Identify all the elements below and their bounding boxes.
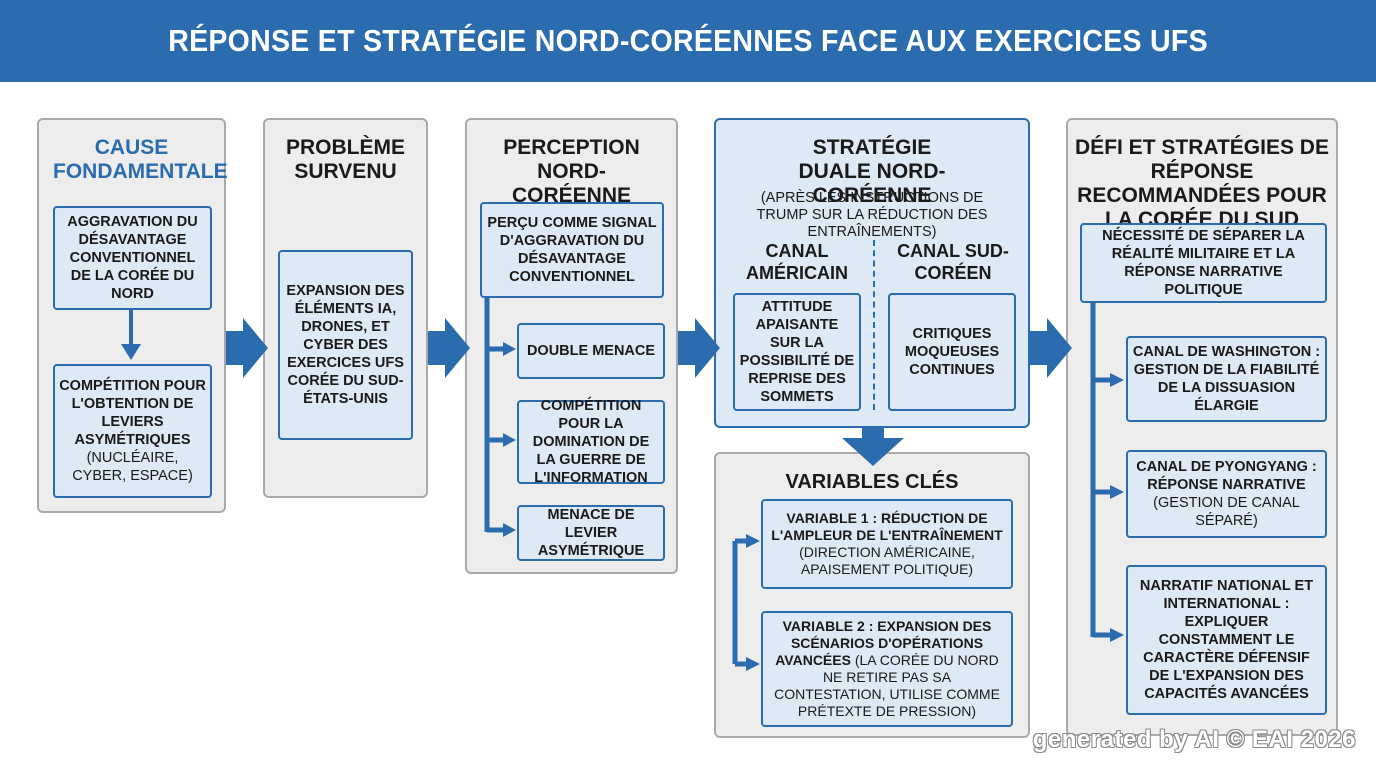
recommendation-pyongyang-text: CANAL DE PYONGYANG : RÉPONSE NARRATIVE bbox=[1136, 459, 1317, 493]
variable-2-note: (LA CORÉE DU NORD NE RETIRE PAS SA CONTE… bbox=[774, 652, 1000, 719]
variables-bracket bbox=[732, 538, 748, 667]
perception-bracket-heads bbox=[503, 342, 516, 537]
canal-sud-coreen-box-text: CRITIQUES MOQUEUSES CONTINUES bbox=[904, 326, 1000, 378]
variables-bracket-heads bbox=[746, 534, 760, 671]
perception-box-signal-text: PERÇU COMME SIGNAL D'AGGRAVATION DU DÉSA… bbox=[487, 215, 657, 285]
recommendation-narrative: NARRATIF NATIONAL ET INTERNATIONAL : EXP… bbox=[1126, 565, 1327, 715]
recommendation-pyongyang: CANAL DE PYONGYANG : RÉPONSE NARRATIVE (… bbox=[1126, 450, 1327, 538]
recommendation-top-box-text: NÉCESSITÉ DE SÉPARER LA RÉALITÉ MILITAIR… bbox=[1102, 228, 1305, 298]
header-banner: RÉPONSE ET STRATÉGIE NORD-CORÉENNES FACE… bbox=[0, 0, 1376, 82]
panel-variables: VARIABLES CLÉS VARIABLE 1 : RÉDUCTION DE… bbox=[714, 452, 1030, 738]
column-perception-title: PERCEPTION NORD-CORÉENNE bbox=[503, 136, 640, 207]
recommendation-washington-text: CANAL DE WASHINGTON : GESTION DE LA FIAB… bbox=[1132, 344, 1321, 414]
cause-box-aggravation-text: AGGRAVATION DU DÉSAVANTAGE CONVENTIONNEL… bbox=[67, 214, 198, 302]
recommendation-bracket bbox=[1090, 301, 1111, 638]
problem-box-expansion-text: EXPANSION DES ÉLÉMENTS IA, DRONES, ET CY… bbox=[286, 283, 405, 407]
perception-box-signal: PERÇU COMME SIGNAL D'AGGRAVATION DU DÉSA… bbox=[480, 202, 664, 298]
flow-arrow-2 bbox=[428, 318, 470, 378]
perception-item-double-menace-text: DOUBLE MENACE bbox=[526, 343, 656, 359]
perception-item-double-menace: DOUBLE MENACE bbox=[517, 323, 665, 379]
canal-sud-coreen-label: CANAL SUD-CORÉEN bbox=[897, 241, 1009, 283]
column-cause-title: CAUSE FONDAMENTALE bbox=[53, 136, 228, 183]
problem-box-expansion: EXPANSION DES ÉLÉMENTS IA, DRONES, ET CY… bbox=[278, 250, 413, 440]
perception-item-asymmetric-lever-text: MENACE DE LEVIER ASYMÉTRIQUE bbox=[537, 507, 645, 559]
column-dual-strategy: STRATÉGIE DUALE NORD-CORÉENNE (APRÈS LES… bbox=[714, 118, 1030, 428]
cause-box-competition: COMPÉTITION POUR L'OBTENTION DE LEVIERS … bbox=[53, 364, 212, 498]
variable-2-text: VARIABLE 2 : EXPANSION DES SCÉNARIOS D'O… bbox=[775, 618, 992, 668]
column-perception: PERCEPTION NORD-CORÉENNE PERÇU COMME SIG… bbox=[465, 118, 678, 574]
variable-1-box: VARIABLE 1 : RÉDUCTION DE L'AMPLEUR DE L… bbox=[761, 499, 1013, 589]
column-cause: CAUSE FONDAMENTALE AGGRAVATION DU DÉSAVA… bbox=[37, 118, 228, 513]
flow-arrow-4 bbox=[1030, 318, 1072, 378]
recommendation-bracket-heads bbox=[1110, 373, 1124, 642]
canal-americain-label: CANAL AMÉRICAIN bbox=[746, 241, 848, 283]
column-problem: PROBLÈME SURVENU EXPANSION DES ÉLÉMENTS … bbox=[263, 118, 428, 498]
canal-divider bbox=[873, 240, 875, 410]
watermark: generated by AI © EAI 2026 bbox=[1032, 726, 1356, 753]
recommendation-narrative-text: NARRATIF NATIONAL ET INTERNATIONAL : EXP… bbox=[1139, 578, 1314, 702]
perception-item-information-war: COMPÉTITION POUR LA DOMINATION DE LA GUE… bbox=[517, 398, 665, 486]
column-recommendations-title: DÉFI ET STRATÉGIES DE RÉPONSE RECOMMANDÉ… bbox=[1075, 136, 1329, 231]
flow-arrow-3 bbox=[678, 318, 720, 378]
perception-item-information-war-text: COMPÉTITION POUR LA DOMINATION DE LA GUE… bbox=[532, 398, 650, 486]
recommendation-washington: CANAL DE WASHINGTON : GESTION DE LA FIAB… bbox=[1126, 336, 1327, 422]
perception-item-asymmetric-lever: MENACE DE LEVIER ASYMÉTRIQUE bbox=[517, 505, 665, 561]
recommendation-top-box: NÉCESSITÉ DE SÉPARER LA RÉALITÉ MILITAIR… bbox=[1080, 223, 1327, 303]
perception-bracket bbox=[484, 296, 505, 533]
dual-strategy-subtitle: (APRÈS LES INSTRUCTIONS DE TRUMP SUR LA … bbox=[756, 190, 988, 240]
variable-1-note: (DIRECTION AMÉRICAINE, APAISEMENT POLITI… bbox=[799, 544, 975, 577]
canal-americain-box: ATTITUDE APAISANTE SUR LA POSSIBILITÉ DE… bbox=[733, 293, 861, 411]
canal-americain-box-text: ATTITUDE APAISANTE SUR LA POSSIBILITÉ DE… bbox=[739, 299, 855, 405]
column-dual-strategy-title: STRATÉGIE DUALE NORD-CORÉENNE bbox=[798, 136, 946, 207]
cause-box-competition-note: (NUCLÉAIRE, CYBER, ESPACE) bbox=[72, 450, 193, 484]
canal-sud-coreen-box: CRITIQUES MOQUEUSES CONTINUES bbox=[888, 293, 1016, 411]
column-recommendations: DÉFI ET STRATÉGIES DE RÉPONSE RECOMMANDÉ… bbox=[1066, 118, 1338, 736]
column-problem-title: PROBLÈME SURVENU bbox=[285, 136, 405, 183]
recommendation-pyongyang-note: (GESTION DE CANAL SÉPARÉ) bbox=[1153, 495, 1300, 529]
panel-variables-title: VARIABLES CLÉS bbox=[785, 471, 959, 493]
cause-internal-arrow bbox=[121, 308, 141, 360]
flow-arrow-1 bbox=[226, 318, 268, 378]
page-title: RÉPONSE ET STRATÉGIE NORD-CORÉENNES FACE… bbox=[168, 23, 1208, 58]
cause-box-competition-text: COMPÉTITION POUR L'OBTENTION DE LEVIERS … bbox=[59, 378, 206, 448]
variable-1-text: VARIABLE 1 : RÉDUCTION DE L'AMPLEUR DE L… bbox=[771, 510, 1003, 543]
variable-2-box: VARIABLE 2 : EXPANSION DES SCÉNARIOS D'O… bbox=[761, 611, 1013, 727]
down-arrow-variables bbox=[842, 428, 904, 466]
